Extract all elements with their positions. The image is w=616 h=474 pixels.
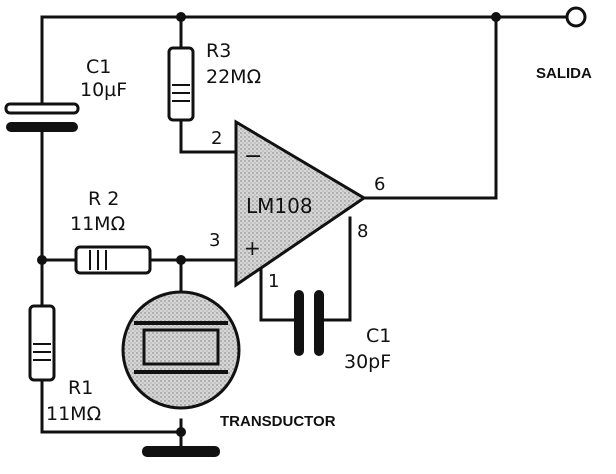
resistor-r2 bbox=[74, 245, 152, 275]
r2-value: 11MΩ bbox=[70, 213, 125, 235]
r3-name: R3 bbox=[206, 40, 231, 62]
output-terminal bbox=[565, 6, 587, 28]
c1-bottom-name: C1 bbox=[366, 325, 391, 347]
junction-dot bbox=[176, 255, 186, 265]
c1-bottom-value: 30pF bbox=[344, 351, 391, 373]
opamp-minus-sign: − bbox=[244, 144, 262, 169]
r1-value: 11MΩ bbox=[46, 403, 101, 425]
ground-symbol bbox=[142, 446, 220, 457]
capacitor-c1-30pf bbox=[294, 290, 324, 356]
pin2-label: 2 bbox=[211, 128, 222, 149]
c1-top-name: C1 bbox=[86, 56, 111, 78]
capacitor-plate-top bbox=[4, 102, 80, 115]
transducer bbox=[121, 290, 241, 410]
capacitor-c1-10uf bbox=[4, 102, 80, 132]
pin8-label: 8 bbox=[357, 221, 368, 242]
transducer-label: TRANSDUCTOR bbox=[220, 413, 336, 430]
c1-top-value: 10µF bbox=[80, 79, 127, 101]
opamp-plus-sign: + bbox=[244, 236, 261, 260]
capacitor-plate-bottom bbox=[6, 122, 78, 132]
opamp-label: LM108 bbox=[246, 194, 313, 218]
pin1-label: 1 bbox=[268, 271, 279, 292]
pin6-label: 6 bbox=[374, 174, 385, 195]
junctions bbox=[37, 12, 501, 437]
resistor-r1 bbox=[28, 304, 56, 382]
pin3-label: 3 bbox=[209, 230, 220, 251]
labels: C1 10µF R3 22MΩ R 2 11MΩ R1 11MΩ LM108 −… bbox=[46, 40, 592, 430]
capacitor-plate-left bbox=[294, 290, 304, 356]
output-label: SALIDA bbox=[536, 65, 592, 82]
junction-dot bbox=[37, 255, 47, 265]
wires bbox=[40, 15, 568, 450]
r2-name: R 2 bbox=[88, 188, 119, 210]
resistor-r3 bbox=[167, 46, 195, 122]
junction-dot bbox=[491, 12, 501, 22]
transducer-crystal bbox=[142, 328, 220, 366]
opamp-triangle bbox=[234, 119, 367, 288]
junction-dot bbox=[176, 427, 186, 437]
junction-dot bbox=[176, 12, 186, 22]
r1-name: R1 bbox=[68, 377, 93, 399]
r3-value: 22MΩ bbox=[206, 66, 261, 88]
capacitor-plate-right bbox=[314, 290, 324, 356]
